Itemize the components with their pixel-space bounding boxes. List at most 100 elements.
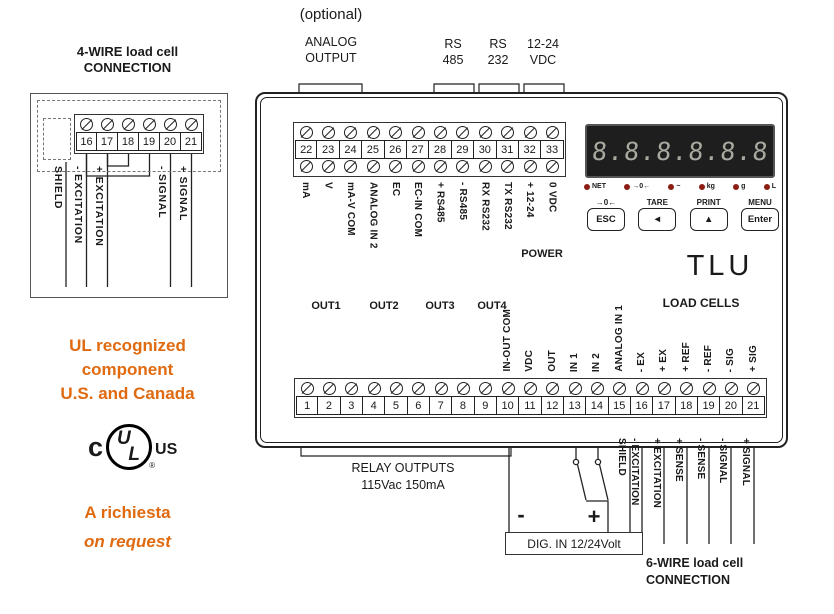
supply-voltage-label: 12-24 VDC (518, 36, 568, 68)
terminal-number: 21 (742, 396, 765, 415)
screw-terminal-icon (101, 118, 114, 131)
bottom-terminal-column: 15 (608, 381, 631, 415)
ul-text-line3: U.S. and Canada (60, 384, 195, 403)
load-cells-label: LOAD CELLS (662, 296, 740, 310)
top-terminal-column: 24 (339, 125, 363, 174)
rs232-line2: 232 (487, 53, 509, 67)
led-indicator: kg (698, 183, 715, 190)
panel-button-top-label: PRINT (696, 198, 721, 207)
left-terminal-column: 17 (97, 117, 118, 151)
screw-terminal-icon (680, 382, 694, 395)
panel-button: →0←ESC (584, 197, 628, 231)
bottom-terminal-column: 10 (496, 381, 520, 415)
terminal-number: 27 (406, 140, 430, 159)
four-wire-label: + SIGNAL (177, 166, 189, 222)
relay-outputs-bracket (300, 448, 512, 457)
ul-text-line1: UL recognized (69, 336, 186, 355)
bottom-terminal-label: + SIG (747, 345, 759, 372)
panel-button: TARE◄ (635, 197, 679, 231)
terminal-number: 19 (139, 132, 160, 151)
device-inner-outline (260, 97, 783, 443)
six-wire-title-line1: 6-WIRE load cell (646, 556, 744, 570)
terminal-number: 11 (519, 396, 542, 415)
six-wire-label: - SIGNAL (717, 438, 728, 484)
four-wire-label: - SIGNAL (156, 166, 168, 219)
screw-terminal-icon (724, 382, 738, 395)
four-wire-title-line1: 4-WIRE load cell (76, 44, 179, 59)
top-terminal-label: + 12-24 (524, 182, 536, 218)
screw-terminal-icon (185, 118, 198, 131)
terminal-number: 15 (608, 396, 631, 415)
relay-outputs-line1: RELAY OUTPUTS (351, 461, 455, 475)
screw-terminal-icon (478, 126, 492, 139)
led-dot-icon (698, 183, 705, 190)
panel-button-top-label: TARE (646, 198, 668, 207)
screw-terminal-icon (389, 126, 403, 139)
panel-button-top-label: →0← (595, 198, 617, 207)
screw-terminal-icon (747, 382, 761, 395)
bottom-terminal-label: IN 1 (569, 352, 581, 372)
screw-terminal-icon (478, 160, 492, 173)
left-terminal-column: 18 (118, 117, 139, 151)
six-wire-label: SHIELD (616, 438, 627, 476)
rs232-label: RS 232 (475, 36, 521, 68)
screw-terminal-icon (479, 382, 493, 395)
terminal-number: 24 (339, 140, 363, 159)
terminal-number: 7 (429, 396, 453, 415)
four-wire-label: - EXCITATION (72, 166, 84, 245)
four-wire-label: + EXCITATION (93, 166, 105, 247)
four-wire-label: SHIELD (52, 166, 64, 210)
supply-line2: VDC (529, 53, 557, 67)
screw-terminal-icon (299, 160, 313, 173)
panel-button-top-label: MENU (748, 198, 772, 207)
bottom-terminal-column: 20 (720, 381, 743, 415)
screw-terminal-icon (635, 382, 649, 395)
terminal-number: 2 (318, 396, 341, 415)
led-label: NET (592, 183, 606, 190)
bottom-terminal-column: 19 (697, 381, 721, 415)
led-dot-icon (624, 183, 631, 190)
bottom-terminal-label: IN-OUT COM (502, 309, 514, 372)
bottom-terminal-column: 17 (653, 381, 676, 415)
six-wire-title: 6-WIRE load cell CONNECTION (646, 555, 821, 589)
analog-output-label: ANALOG OUTPUT (283, 34, 379, 66)
terminal-number: 4 (362, 396, 386, 415)
screw-terminal-icon (80, 118, 93, 131)
screw-terminal-icon (143, 118, 156, 131)
screw-terminal-icon (344, 160, 358, 173)
terminal-number: 6 (407, 396, 430, 415)
six-wire-title-line2: CONNECTION (646, 573, 731, 587)
bottom-terminal-column: 1 (296, 381, 319, 415)
terminal-number: 30 (474, 140, 497, 159)
bottom-terminal-label: - EX (636, 351, 648, 372)
bottom-terminal-label: - SIG (725, 347, 737, 372)
ul-logo-us: US (155, 441, 178, 458)
bottom-terminal-column: 6 (407, 381, 430, 415)
screw-terminal-icon (546, 382, 560, 395)
dig-in-minus-sign: - (517, 502, 525, 527)
terminal-number: 17 (653, 396, 676, 415)
registered-mark: ® (149, 461, 156, 470)
bottom-terminal-column: 8 (452, 381, 475, 415)
top-terminal-label: 0 VDC (546, 182, 558, 213)
bottom-terminal-label: ANALOG IN 1 (613, 305, 625, 372)
screw-terminal-icon (501, 382, 515, 395)
terminal-number: 13 (563, 396, 587, 415)
four-wire-title-line2: CONNECTION (83, 60, 172, 75)
top-terminal-label: ANALOG IN 2 (367, 182, 379, 249)
rs485-label: RS 485 (430, 36, 476, 68)
bottom-terminal-label: + REF (680, 342, 692, 372)
top-terminal-label: - RS485 (457, 182, 468, 221)
switch-contact-icon (594, 458, 602, 466)
screw-terminal-icon (345, 382, 359, 395)
supply-line1: 12-24 (527, 37, 559, 51)
led-label: ~ (676, 183, 681, 190)
terminal-number: 29 (451, 140, 475, 159)
four-wire-title: 4-WIRE load cell CONNECTION (35, 44, 220, 76)
top-terminal-column: 26 (384, 125, 407, 174)
relay-output-label: OUT2 (369, 300, 399, 312)
terminal-number: 23 (317, 140, 340, 159)
screw-terminal-icon (613, 382, 627, 395)
terminal-number: 20 (160, 132, 181, 151)
